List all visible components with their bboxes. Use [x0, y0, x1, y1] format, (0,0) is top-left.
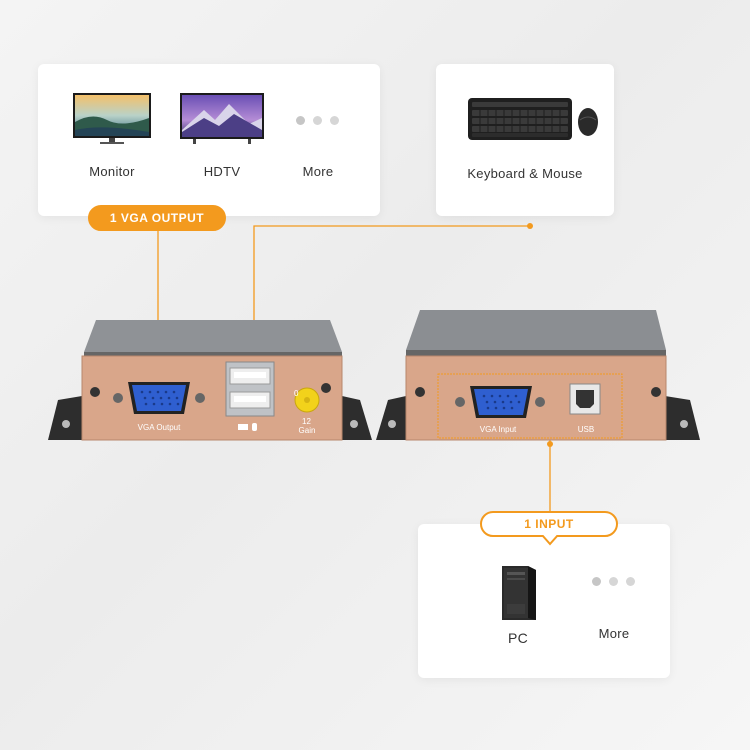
input-badge: 1 INPUT — [480, 511, 618, 537]
badge-pointer-icon — [541, 535, 559, 546]
vga-input-port — [455, 386, 545, 418]
screw-icon — [415, 387, 425, 397]
device-label-hdtv: HDTV — [203, 164, 241, 179]
front-panel — [406, 356, 666, 440]
monitor-icon — [73, 93, 151, 144]
more-dots-icon — [296, 116, 339, 125]
mounting-flange — [342, 396, 372, 440]
dot-icon — [313, 116, 322, 125]
vga-output-badge: 1 VGA OUTPUT — [88, 205, 226, 231]
housing-edge — [406, 350, 666, 356]
transmitter-unit: VGA Input USB — [376, 310, 700, 441]
mounting-flange — [665, 396, 700, 440]
tv-icon — [180, 93, 264, 144]
housing-top — [406, 310, 666, 350]
gain-scale-max: 12 — [302, 417, 311, 426]
port-highlight-box — [437, 373, 623, 439]
screw-icon — [90, 387, 100, 397]
output-devices-card: Monitor HDTV More — [38, 64, 380, 216]
mounting-flange — [48, 396, 82, 440]
dot-icon — [330, 116, 339, 125]
screw-hole-icon — [388, 420, 396, 428]
gain-scale-min: 0 — [294, 389, 299, 398]
vga-output-port — [113, 382, 205, 414]
input-devices-card: PC More — [418, 524, 670, 678]
port-label-vga-input: VGA Input — [480, 425, 517, 434]
dot-icon — [296, 116, 305, 125]
keyboard-mouse-icon — [468, 98, 598, 140]
device-label-keyboard-mouse: Keyboard & Mouse — [467, 166, 583, 181]
pc-tower-icon — [502, 566, 536, 620]
keyboard-mouse-card: Keyboard & Mouse — [436, 64, 614, 216]
port-label-usb: USB — [578, 425, 594, 434]
port-label-gain: Gain — [299, 426, 316, 435]
device-label-pc: PC — [507, 630, 529, 646]
receiver-unit: VGA Output 0 12 Gain — [48, 320, 372, 441]
dot-icon — [626, 577, 635, 586]
connector-dot — [527, 223, 533, 229]
device-label-more-input: More — [598, 626, 630, 641]
connector-line-keyboard — [253, 225, 530, 360]
screw-icon — [651, 387, 661, 397]
screw-icon — [321, 383, 331, 393]
keyboard-mouse-symbol-icon — [238, 423, 257, 431]
housing-edge — [84, 352, 342, 356]
usb-b-port — [569, 383, 601, 415]
device-label-more: More — [302, 164, 334, 179]
usb-port-stack — [225, 361, 275, 417]
mounting-flange — [376, 396, 406, 440]
screw-hole-icon — [680, 420, 688, 428]
screw-hole-icon — [350, 420, 358, 428]
device-label-monitor: Monitor — [89, 164, 135, 179]
screw-hole-icon — [62, 420, 70, 428]
dot-icon — [609, 577, 618, 586]
dot-icon — [592, 577, 601, 586]
housing-top — [84, 320, 342, 352]
more-dots-icon — [592, 577, 635, 586]
port-label-vga-output: VGA Output — [138, 423, 181, 432]
connector-dot — [547, 441, 553, 447]
